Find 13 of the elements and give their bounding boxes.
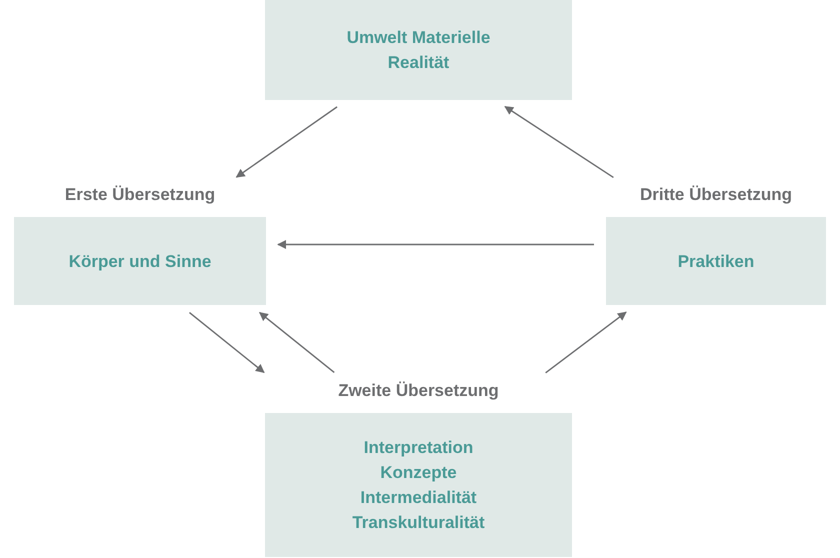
box-label: Umwelt Materielle Realität: [346, 27, 492, 74]
arrow: [545, 312, 627, 374]
arrow: [277, 240, 594, 249]
node-heading: Zweite Übersetzung: [338, 380, 499, 402]
box-label: Interpretation Konzepte Intermedialität Transkulturalität: [351, 437, 486, 534]
node-heading: Dritte Übersetzung: [640, 184, 792, 206]
arrow: [504, 106, 614, 178]
node-heading: Erste Übersetzung: [64, 184, 216, 206]
arrow: [236, 106, 338, 178]
arrow: [258, 312, 335, 374]
box-label: Körper und Sinne: [68, 250, 212, 272]
arrow: [189, 312, 265, 374]
box-label: Praktiken: [676, 250, 756, 272]
